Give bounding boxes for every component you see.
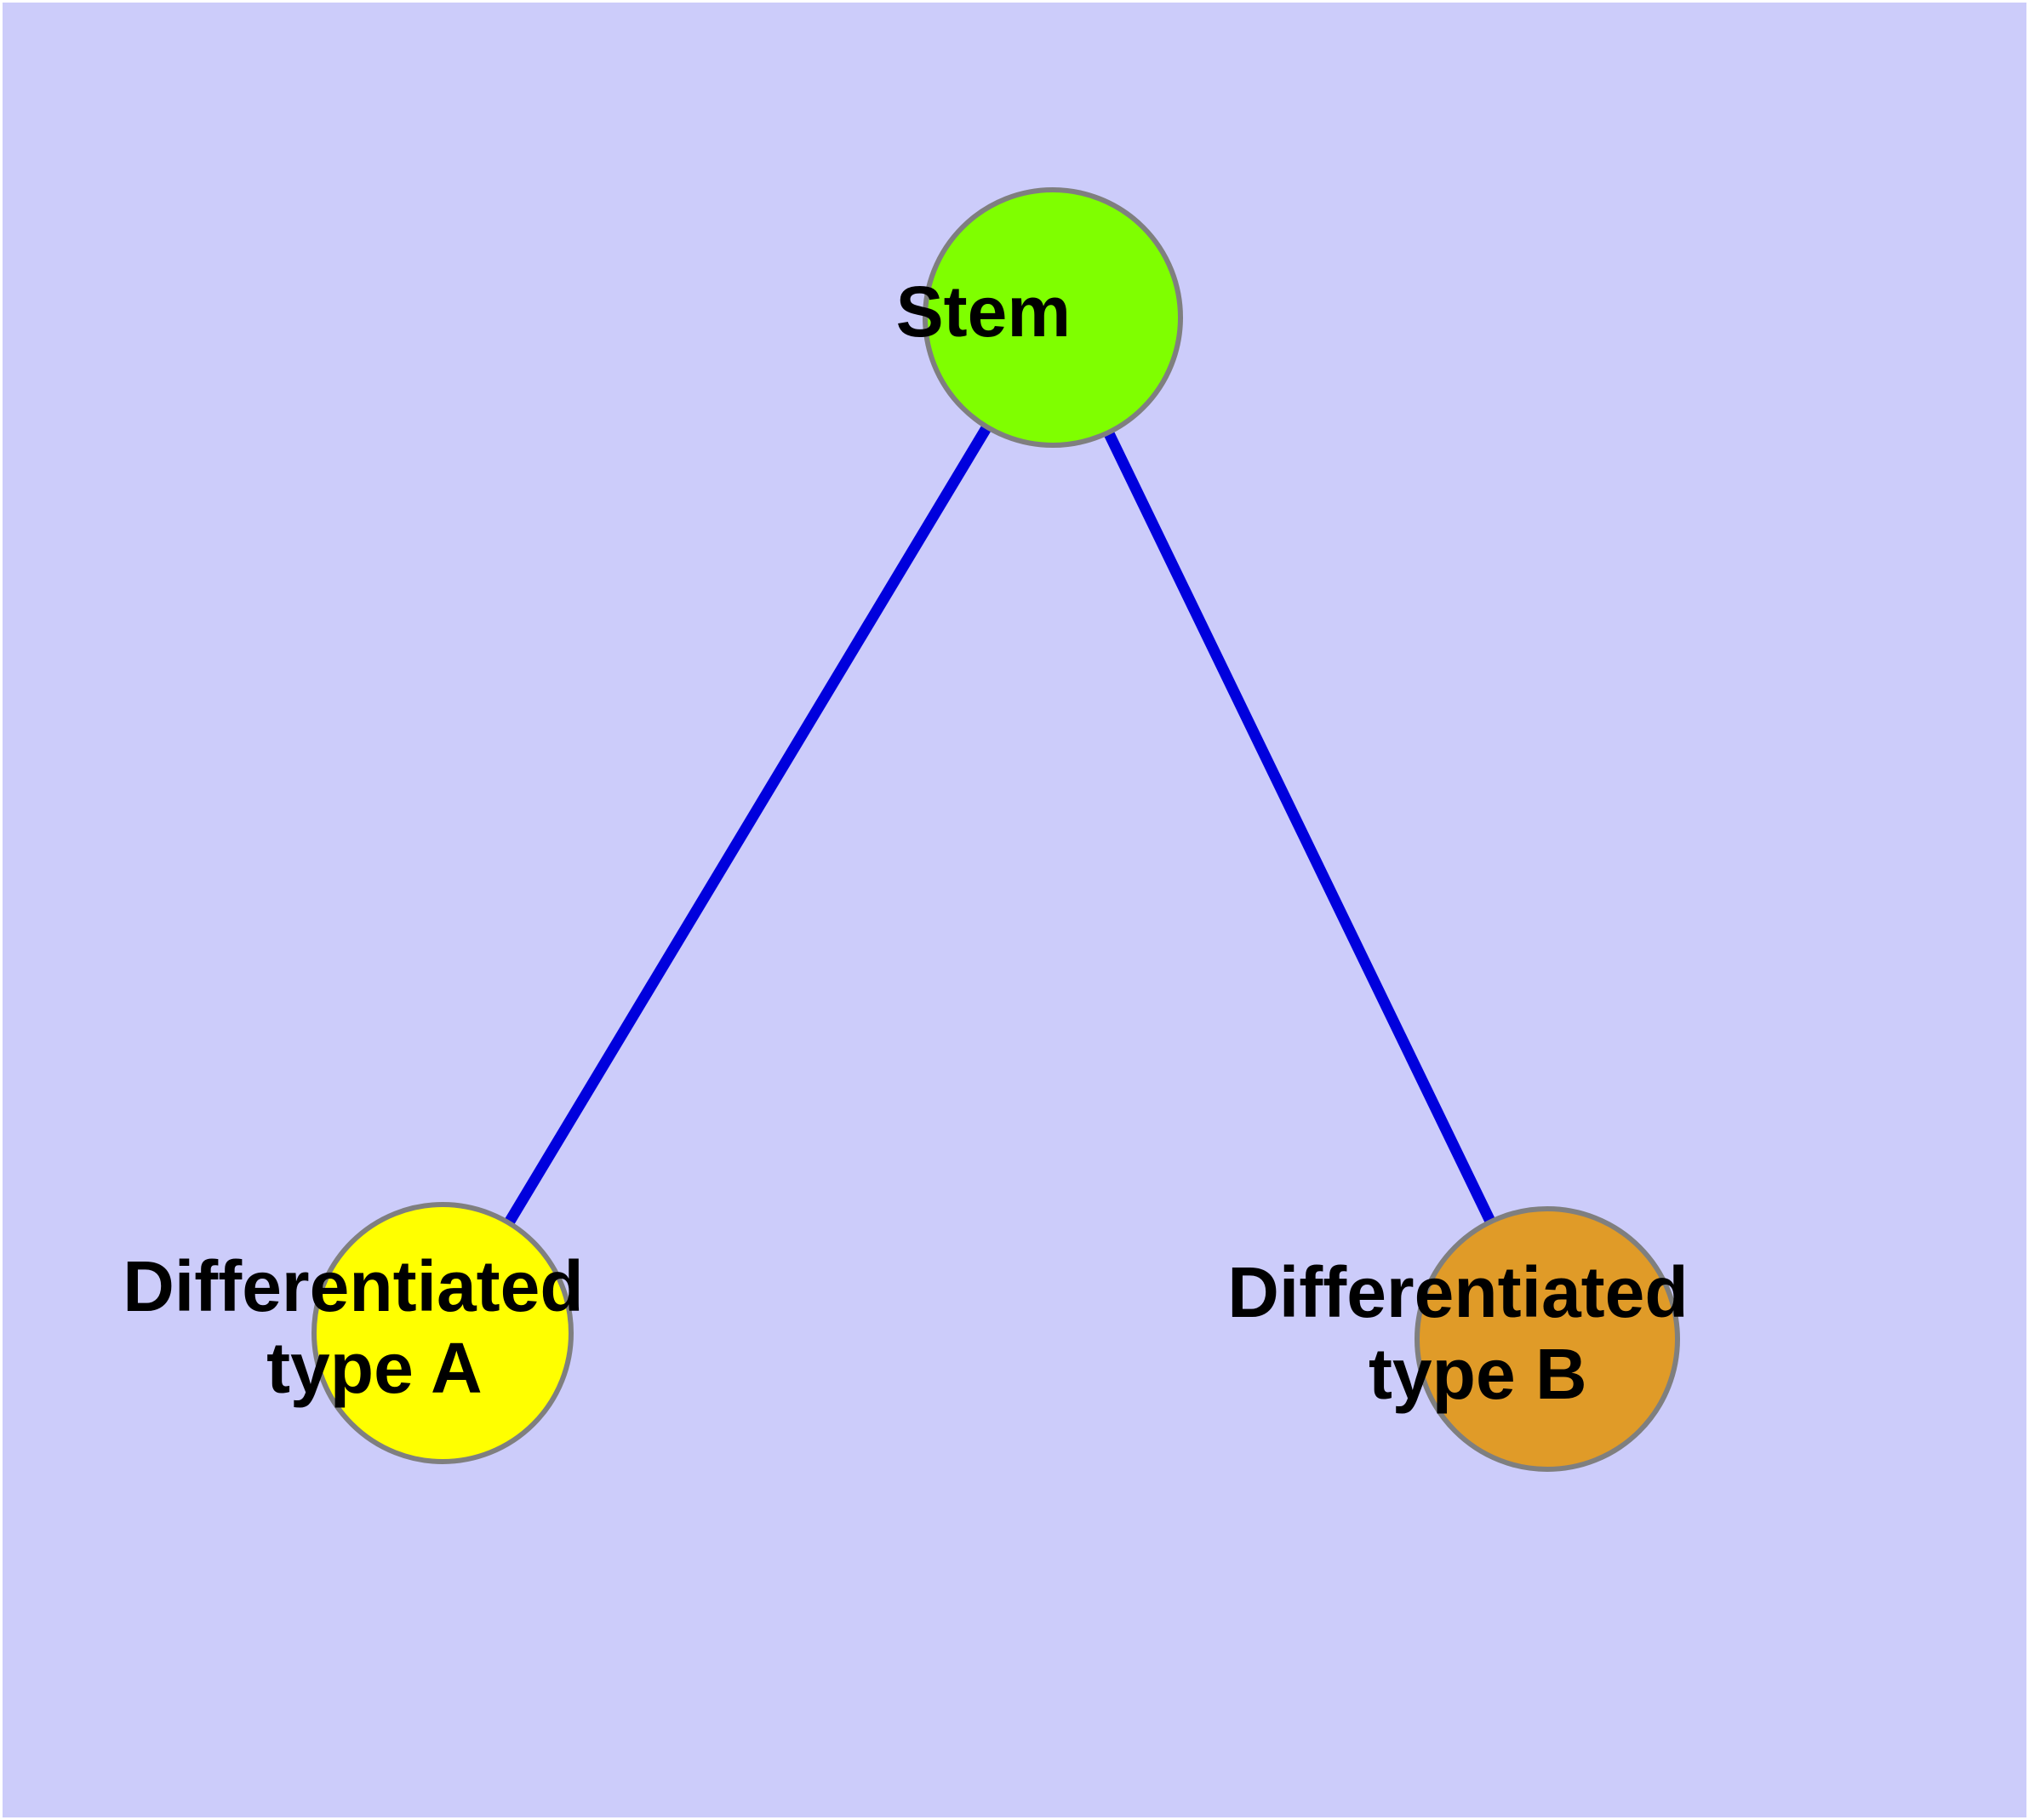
- nodes-layer: [311, 187, 1680, 1472]
- node-circle-differentiated-type-b[interactable]: [1415, 1206, 1680, 1472]
- node-label-differentiated-type-b-line-2: type B: [1369, 1334, 1587, 1414]
- node-label-differentiated-type-a: Differentiated type A: [123, 1246, 762, 1408]
- node-stem[interactable]: [923, 187, 1183, 448]
- node-label-differentiated-type-b-line-1: Differentiated: [1227, 1252, 1688, 1332]
- node-circle-differentiated-type-a[interactable]: [311, 1202, 574, 1464]
- labels-layer: Stem Differentiated type A Differentiate…: [123, 272, 1866, 1414]
- edges-layer: [437, 314, 1552, 1342]
- node-label-stem-line-1: Stem: [896, 272, 1071, 352]
- node-differentiated-type-a[interactable]: [311, 1202, 574, 1464]
- node-label-differentiated-type-b: Differentiated type B: [1227, 1252, 1866, 1414]
- node-label-stem: Stem: [896, 272, 1210, 352]
- edge-stem-to-differentiated-type-b[interactable]: [1048, 315, 1552, 1342]
- node-circle-stem[interactable]: [923, 187, 1183, 448]
- edge-stem-to-differentiated-type-a[interactable]: [437, 314, 1058, 1336]
- node-label-differentiated-type-a-line-2: type A: [266, 1328, 481, 1408]
- node-label-differentiated-type-a-line-1: Differentiated: [123, 1246, 583, 1326]
- node-differentiated-type-b[interactable]: [1415, 1206, 1680, 1472]
